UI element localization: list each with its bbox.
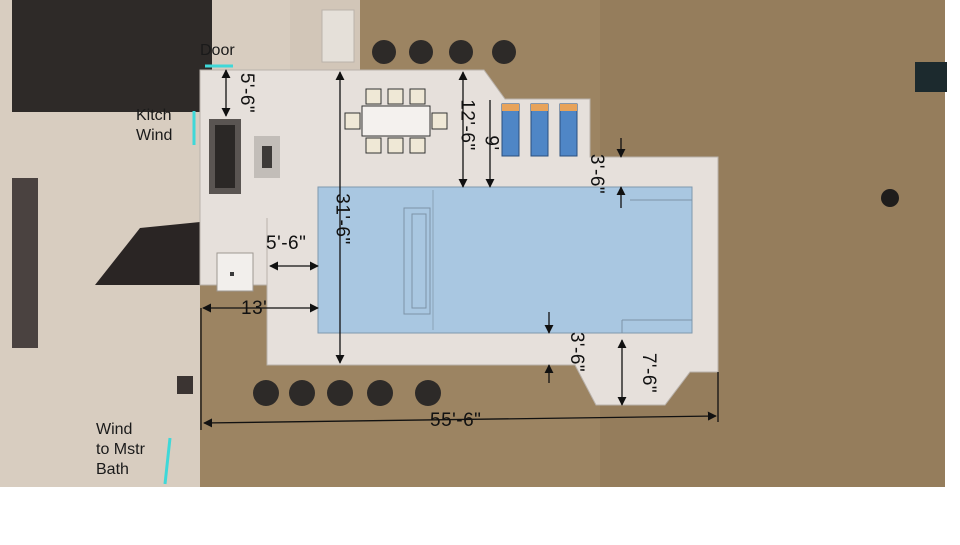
dim-deck-chairs: 9': [480, 135, 502, 151]
dimension-lines: [200, 69, 719, 430]
fire-pit-mark: [230, 272, 234, 276]
planter: [321, 9, 355, 63]
dim-house-to-pool: 13': [241, 298, 268, 319]
dim-side-gap: 5'-6": [266, 233, 307, 254]
dim-deck-width: 31'-6": [331, 193, 353, 245]
fire-pit: [216, 252, 254, 292]
dining-table: [361, 105, 431, 137]
kitchen-counter-top: [215, 125, 235, 188]
door-label: Door: [200, 42, 235, 59]
roof-top: [12, 0, 212, 112]
dim-door-to-deck: 5'-6": [236, 72, 258, 114]
pool: [317, 186, 693, 334]
dining-chairs: [344, 88, 448, 154]
yard-object: [915, 62, 947, 92]
dim-pool-end-gap: 3'-6": [586, 153, 608, 195]
dim-overall-length: 55'-6": [430, 410, 482, 431]
lounge-chairs: [501, 103, 578, 157]
page-edge: [945, 0, 960, 487]
side-wall: [12, 178, 38, 348]
page-margin: [0, 487, 960, 540]
house-corner-post: [177, 376, 193, 394]
dim-deck-top-depth: 12'-6": [456, 99, 478, 151]
pool-steps-inner: [411, 213, 427, 309]
shrubs-bottom: [253, 380, 441, 406]
kitchen-window-label: Kitch Wind: [136, 107, 173, 144]
yard-shrub: [881, 189, 899, 207]
dim-deck-bottom-extension: 7'-6": [638, 352, 660, 394]
grill-top: [262, 146, 272, 168]
bath-window-label: Wind to Mstr Bath: [96, 421, 145, 478]
pool-steps: [403, 207, 431, 315]
window-markers: [163, 64, 233, 485]
dim-pool-side-gap: 3'-6": [566, 331, 588, 373]
shrubs-top: [372, 40, 516, 64]
